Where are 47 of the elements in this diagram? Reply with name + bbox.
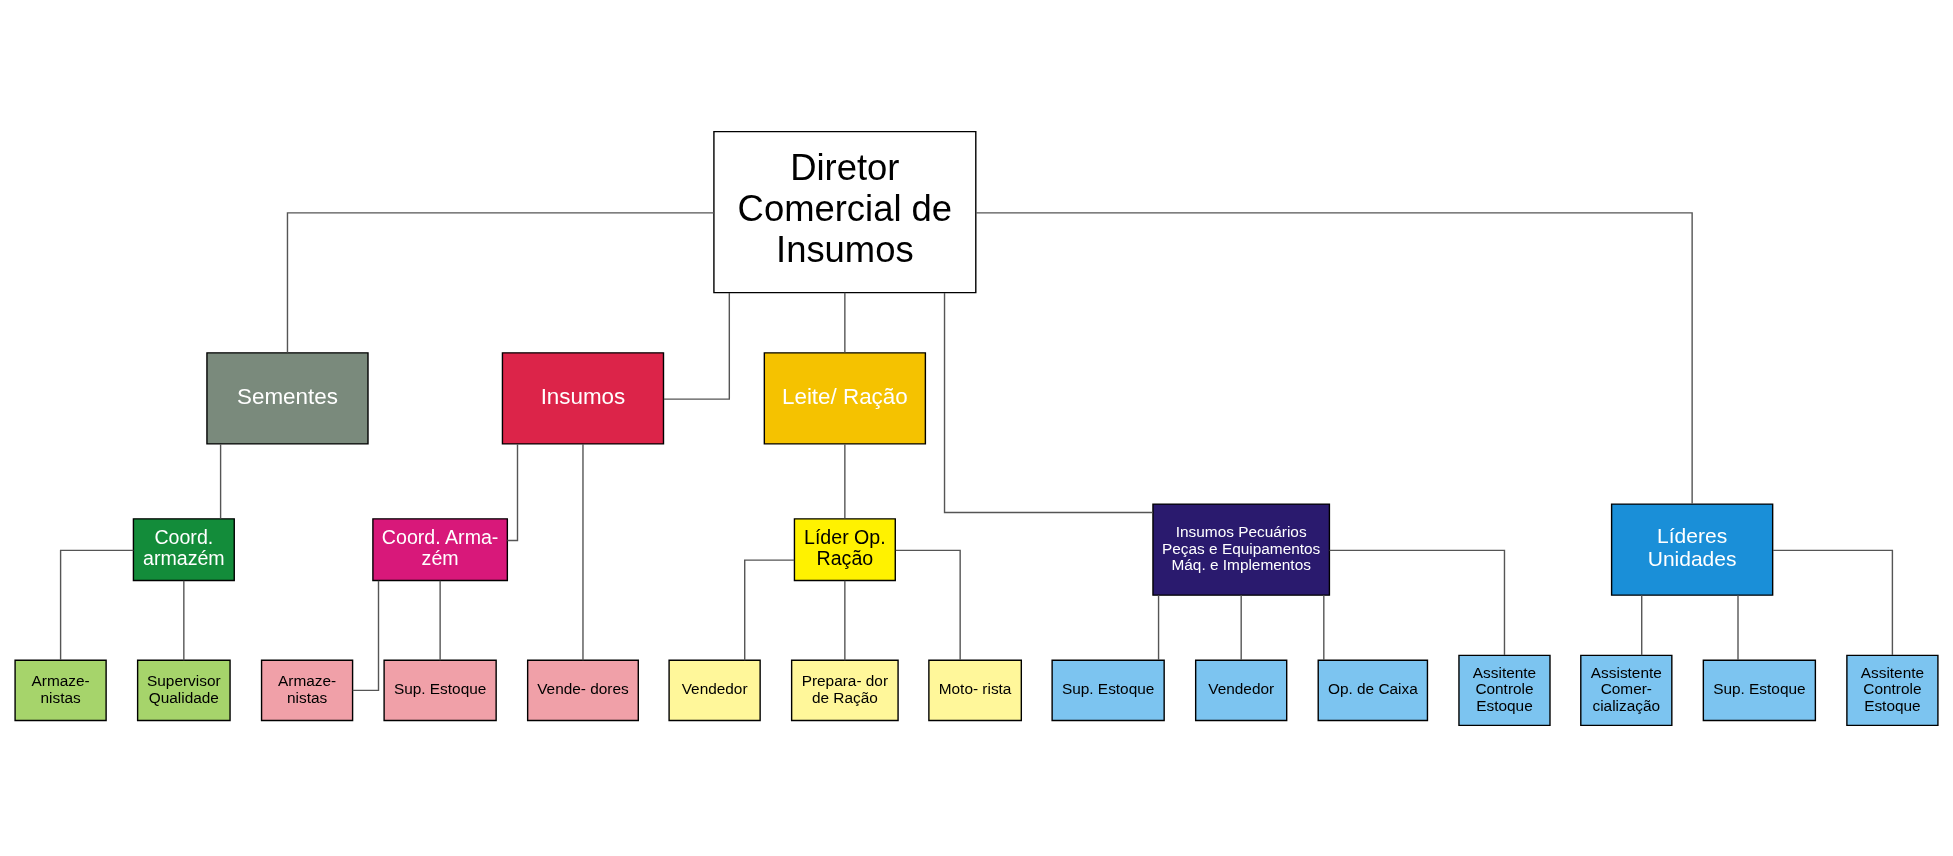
connector: [1323, 594, 1325, 661]
connector: [975, 211, 1693, 505]
node-box: Coord. armazém: [132, 517, 235, 581]
connector: [1772, 549, 1894, 656]
connector: [1157, 594, 1160, 661]
node-box: Supervisor Qualidade: [136, 659, 231, 721]
connector: [286, 211, 715, 353]
node-box: Moto- rista: [928, 659, 1022, 721]
connector: [1328, 549, 1506, 656]
connector: [582, 442, 584, 661]
connector: [663, 291, 731, 400]
node-box: Insumos: [501, 351, 665, 445]
node-box: Assitente Controle Estoque: [1846, 654, 1939, 726]
connector: [352, 579, 380, 691]
node-box: Vende- dores: [526, 659, 639, 721]
node-box: Sup. Estoque: [1051, 659, 1165, 721]
connector: [895, 549, 961, 661]
connector: [59, 549, 135, 661]
node-box: Sup. Estoque: [383, 659, 497, 721]
node-box: Vendedor: [668, 659, 761, 721]
node-box: Assitente Controle Estoque: [1458, 654, 1551, 726]
connector: [506, 442, 519, 541]
connector: [844, 579, 846, 661]
connector: [943, 291, 1154, 513]
node-box: Armaze- nistas: [260, 659, 354, 721]
node-box: Armaze- nistas: [14, 659, 107, 721]
connector: [1737, 594, 1739, 661]
connector: [844, 291, 846, 353]
connector: [844, 443, 846, 519]
node-box: Sementes: [206, 351, 369, 445]
connector: [744, 558, 795, 661]
node-box: Líder Op. Ração: [793, 517, 896, 581]
node-box: Sup. Estoque: [1702, 659, 1817, 721]
node-box: Coord. Arma- zém: [372, 517, 509, 581]
node-box: Leite/ Ração: [763, 351, 927, 445]
node-box: Prepara- dor de Ração: [790, 659, 899, 721]
connector: [439, 579, 441, 661]
node-box: Assistente Comer- cialização: [1580, 654, 1673, 726]
node-box: Insumos Pecuários Peças e Equipamentos Máq. e Implementos: [1152, 502, 1331, 596]
connector: [1240, 594, 1242, 661]
connector: [219, 443, 222, 519]
node-box: Líderes Unidades: [1610, 502, 1774, 596]
node-box: Vendedor: [1194, 659, 1288, 721]
connector: [183, 579, 185, 661]
node-box: Op. de Caixa: [1317, 659, 1429, 721]
node-box: Diretor Comercial de Insumos: [713, 130, 977, 293]
connector: [1641, 594, 1643, 656]
